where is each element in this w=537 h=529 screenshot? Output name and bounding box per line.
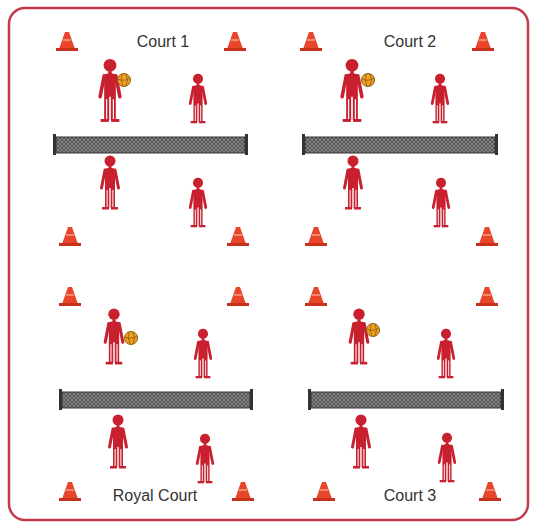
field-frame <box>9 8 528 520</box>
court-label: Court 2 <box>382 32 438 51</box>
court-label: Court 1 <box>135 32 191 51</box>
nets <box>53 134 504 410</box>
players <box>100 59 455 483</box>
cones <box>56 32 501 501</box>
balls <box>118 74 380 345</box>
court-label: Royal Court <box>111 486 199 505</box>
court-label: Court 3 <box>382 486 438 505</box>
